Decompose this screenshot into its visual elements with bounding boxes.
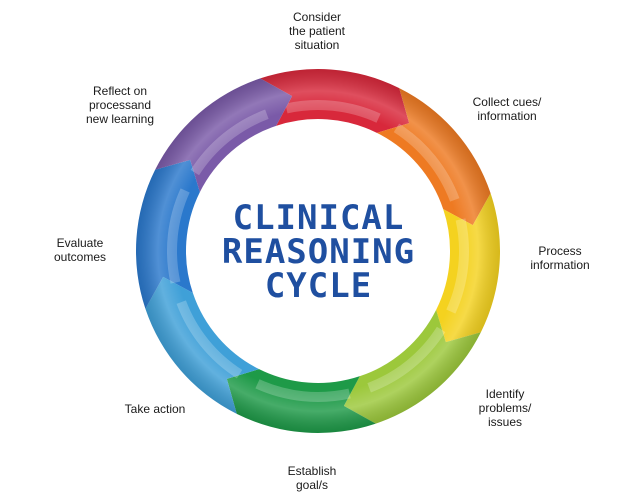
step-label-reflect: Reflect on processand new learning bbox=[85, 84, 155, 126]
title-line-2: REASONING bbox=[221, 232, 416, 272]
step-label-evaluate-outcomes: Evaluate outcomes bbox=[53, 236, 107, 264]
ring-shading bbox=[136, 69, 500, 433]
step-label-consider-patient: Consider the patient situation bbox=[288, 10, 346, 52]
step-label-establish-goals: Establish goal/s bbox=[287, 464, 337, 492]
title-line-1: CLINICAL bbox=[232, 198, 405, 238]
step-label-process-information: Process information bbox=[530, 244, 590, 272]
step-label-take-action: Take action bbox=[124, 402, 186, 416]
step-label-identify-problems: Identify problems/ issues bbox=[478, 387, 532, 429]
title-line-3: CYCLE bbox=[264, 266, 373, 306]
step-label-collect-cues: Collect cues/ information bbox=[472, 95, 542, 123]
